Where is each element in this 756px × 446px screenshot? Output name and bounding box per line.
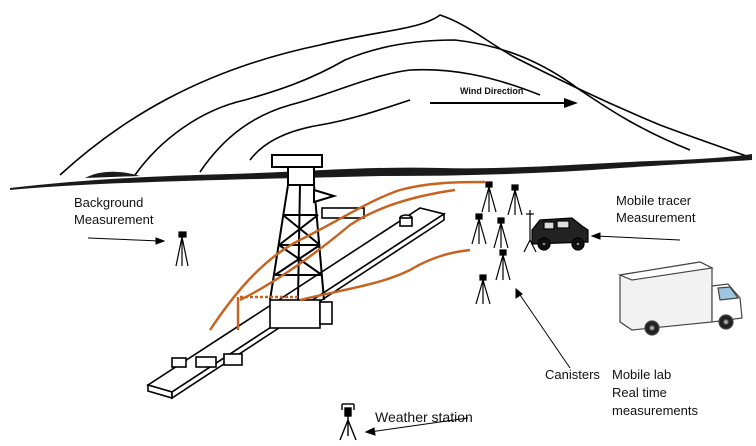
weather-station-label: Weather station	[375, 409, 473, 425]
mobile-lab-truck	[617, 261, 743, 336]
wind-direction-label: Wind Direction	[460, 86, 524, 96]
canisters-label: Canisters	[545, 367, 600, 382]
ground-line	[10, 154, 752, 190]
tripod-background	[175, 231, 189, 267]
plume-lines	[209, 180, 486, 331]
mobile-tracer-label-line2: Measurement	[616, 210, 696, 225]
mountain-range	[59, 14, 753, 176]
wind-arrow	[430, 98, 578, 108]
mobile-lab-label-line1: Mobile lab	[612, 367, 672, 382]
lattice-tower	[269, 154, 338, 301]
platform-deck	[146, 207, 446, 400]
annotation-arrows	[87, 232, 681, 436]
weather-station	[339, 403, 357, 441]
mobile-lab-label-line2: Real time	[612, 385, 667, 400]
mobile-tracer-label-line1: Mobile tracer	[616, 193, 692, 208]
suv-vehicle	[531, 217, 589, 251]
canister-tripods	[471, 181, 537, 305]
mobile-lab-label-line3: measurements	[612, 403, 698, 418]
background-label-line1: Background	[74, 195, 144, 210]
background-label-line2: Measurement	[74, 212, 154, 227]
